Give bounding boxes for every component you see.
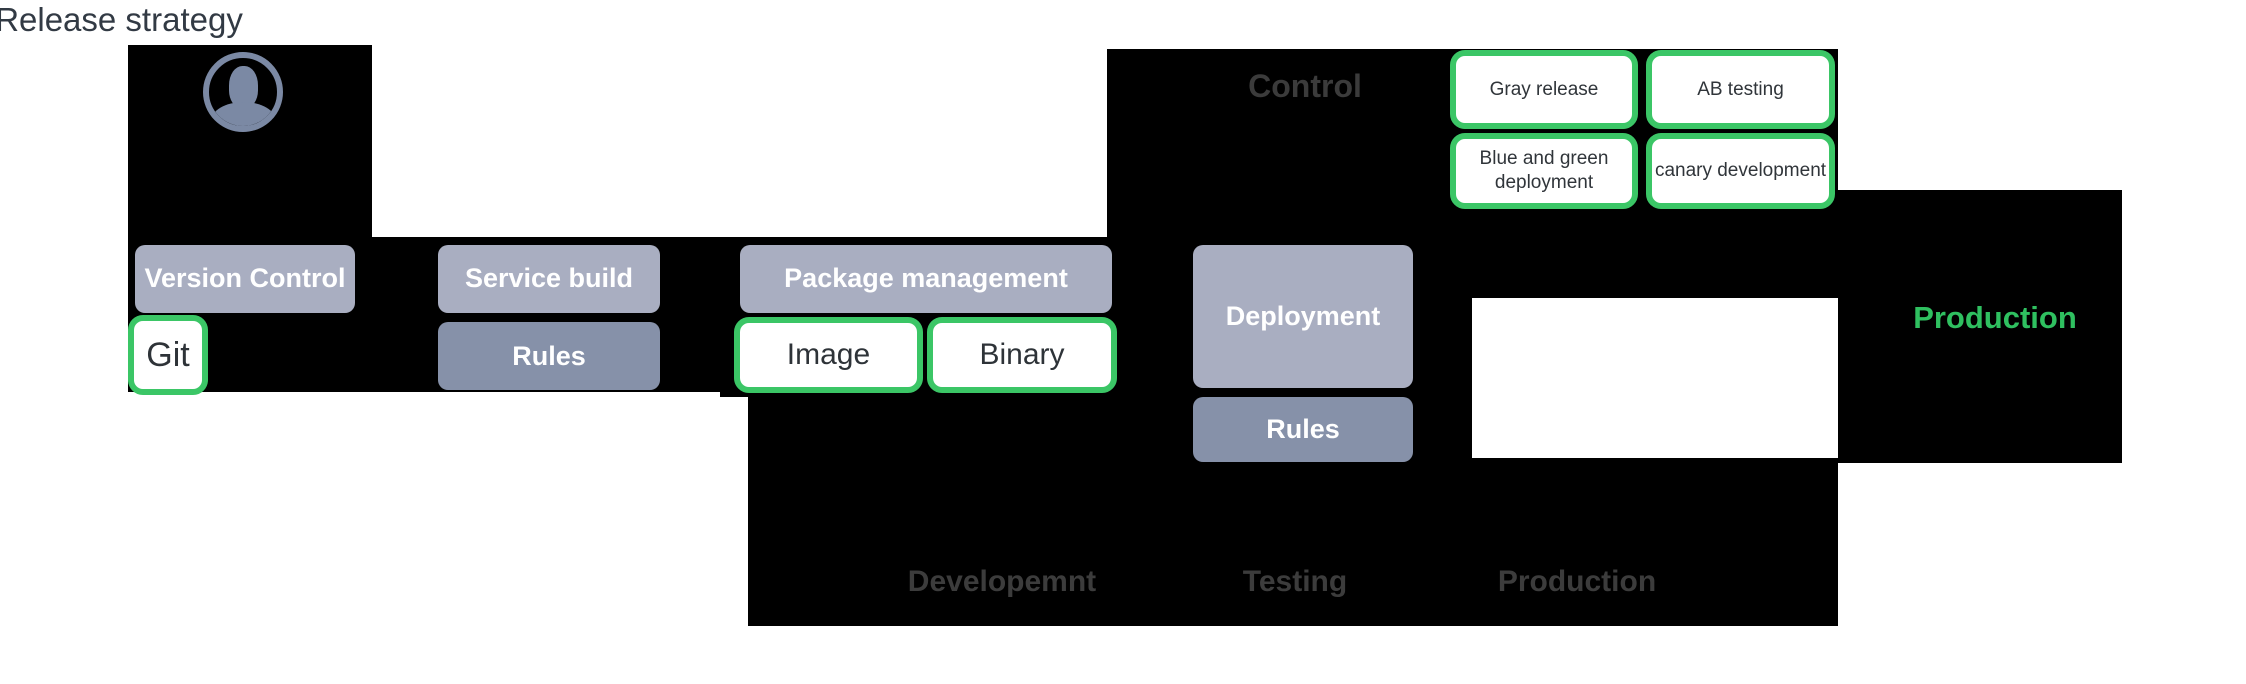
control-title: Control xyxy=(1248,68,1362,104)
strategy-canary-development-label: canary development xyxy=(1654,160,1827,182)
version-control-label: Version Control xyxy=(144,263,346,294)
panel-production xyxy=(1838,190,2122,463)
release-strategy-box xyxy=(1472,298,1838,458)
version-control-node: Version Control xyxy=(135,245,355,313)
strategy-canary-development: canary development xyxy=(1646,133,1835,209)
deployment-node: Deployment xyxy=(1193,245,1413,388)
package-management-node: Package management xyxy=(740,245,1112,313)
binary-label: Binary xyxy=(979,338,1065,371)
strategy-ab-testing-label: AB testing xyxy=(1697,78,1784,100)
image-label: Image xyxy=(786,338,871,371)
service-build-node: Service build xyxy=(438,245,660,313)
git-label: Git xyxy=(146,335,190,374)
avatar-head-shape xyxy=(229,66,258,108)
strategy-gray-release-label: Gray release xyxy=(1489,78,1599,100)
strategy-ab-testing: AB testing xyxy=(1646,50,1835,129)
avatar-shoulders-shape xyxy=(211,102,276,126)
build-rules-label: Rules xyxy=(512,340,586,371)
strategy-gray-release: Gray release xyxy=(1450,50,1638,129)
deployment-rules-label: Rules xyxy=(1266,414,1340,444)
release-strategy-title: Release strategy xyxy=(0,0,243,40)
stage-testing-label: Testing xyxy=(1242,565,1348,598)
build-rules-node: Rules xyxy=(438,322,660,390)
stage-development-label: Developemnt xyxy=(907,565,1097,598)
deployment-rules-node: Rules xyxy=(1193,397,1413,462)
service-build-label: Service build xyxy=(464,263,634,294)
panel-development-stage xyxy=(748,397,1107,626)
binary-node: Binary xyxy=(927,317,1117,393)
image-node: Image xyxy=(734,317,923,393)
stage-production-label: Production xyxy=(1497,565,1657,598)
strategy-blue-green-deployment: Blue and green deployment xyxy=(1450,133,1638,209)
strategy-blue-green-deployment-label: Blue and green deployment xyxy=(1479,148,1609,193)
git-node: Git xyxy=(128,315,208,395)
production-badge: Production xyxy=(1913,300,2077,335)
user-avatar-icon xyxy=(203,52,283,132)
deployment-label: Deployment xyxy=(1225,300,1381,331)
package-management-label: Package management xyxy=(784,263,1068,294)
